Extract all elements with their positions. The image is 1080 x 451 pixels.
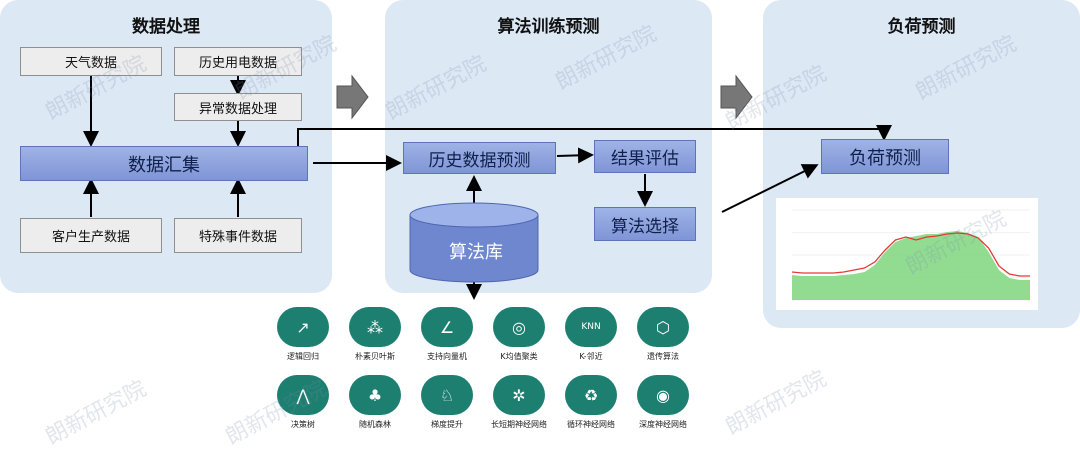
anomaly-processing-box: 异常数据处理 xyxy=(174,93,302,121)
algorithm-label: 支持向量机 xyxy=(427,352,467,361)
algorithm-item: ⬡ 遗传算法 xyxy=(619,307,707,362)
algorithm-label: 循环神经网络 xyxy=(567,420,615,429)
algorithm-item: ♣ 随机森林 xyxy=(331,375,419,430)
boost-icon: ♘ xyxy=(421,375,473,415)
data-processing-title: 数据处理 xyxy=(132,17,200,37)
knn-icon: KNN xyxy=(565,307,617,347)
algorithm-item: ♘ 梯度提升 xyxy=(403,375,491,430)
actual-load-area xyxy=(792,231,1030,300)
arrow-forecast-to-eval xyxy=(556,147,594,164)
tree-icon: ⋀ xyxy=(277,375,329,415)
arrow-aggregation-to-load xyxy=(297,125,892,146)
weather-data-box: 天气数据 xyxy=(20,47,162,76)
algorithm-item: ∠ 支持向量机 xyxy=(403,307,491,362)
stage-arrow-1 xyxy=(336,74,369,120)
algorithm-label: 遗传算法 xyxy=(647,352,679,361)
algorithm-label: 长短期神经网络 xyxy=(491,420,547,429)
result-evaluation-box: 结果评估 xyxy=(594,140,696,173)
algorithm-label: 梯度提升 xyxy=(431,420,463,429)
algorithm-label: K-邻近 xyxy=(579,352,603,361)
data-aggregation-box: 数据汇集 xyxy=(20,146,308,181)
dnn-icon: ◉ xyxy=(637,375,689,415)
algorithm-item: ⁂ 朴素贝叶斯 xyxy=(331,307,419,362)
load-chart-svg xyxy=(791,209,1030,301)
forecast-load-line xyxy=(791,232,1030,277)
algorithm-label: 随机森林 xyxy=(359,420,391,429)
history-forecast-box: 历史数据预测 xyxy=(403,142,556,174)
connectors xyxy=(83,74,892,300)
algorithm-selection-box: 算法选择 xyxy=(594,207,696,241)
svm-icon: ∠ xyxy=(421,307,473,347)
load-forecast-title: 负荷预测 xyxy=(887,17,956,37)
algorithm-item: ✲ 长短期神经网络 xyxy=(475,375,563,430)
genetic-icon: ⬡ xyxy=(637,307,689,347)
network-icon: ⁂ xyxy=(349,307,401,347)
special-events-box: 特殊事件数据 xyxy=(174,218,302,253)
algorithm-label: 逻辑回归 xyxy=(287,352,319,361)
arrow-select-to-load xyxy=(721,164,819,213)
algorithm-training-title: 算法训练预测 xyxy=(497,17,600,37)
cluster-icon: ◎ xyxy=(493,307,545,347)
lstm-icon: ✲ xyxy=(493,375,545,415)
algorithm-item: ◎ K均值聚类 xyxy=(475,307,563,362)
algorithm-label: 朴素贝叶斯 xyxy=(355,352,395,361)
algo-library-cylinder xyxy=(409,202,539,283)
customer-production-box: 客户生产数据 xyxy=(20,218,162,253)
load-chart xyxy=(776,198,1038,310)
line-chart-icon: ↗ xyxy=(277,307,329,347)
load-forecast-box: 负荷预测 xyxy=(821,139,949,174)
algorithm-item: ◉ 深度神经网络 xyxy=(619,375,707,430)
recycle-icon: ♻ xyxy=(565,375,617,415)
forest-icon: ♣ xyxy=(349,375,401,415)
algorithm-item: ♻ 循环神经网络 xyxy=(547,375,635,430)
stage-arrow-2 xyxy=(720,74,753,120)
algo-library-label: 算法库 xyxy=(449,242,503,263)
algorithm-label: 决策树 xyxy=(291,420,315,429)
algorithm-label: 深度神经网络 xyxy=(639,420,687,429)
algorithm-item: ⋀ 决策树 xyxy=(259,375,347,430)
history-power-box: 历史用电数据 xyxy=(174,47,302,76)
algorithm-label: K均值聚类 xyxy=(500,352,538,361)
algorithm-item: ↗ 逻辑回归 xyxy=(259,307,347,362)
algorithm-item: KNN K-邻近 xyxy=(547,307,635,362)
